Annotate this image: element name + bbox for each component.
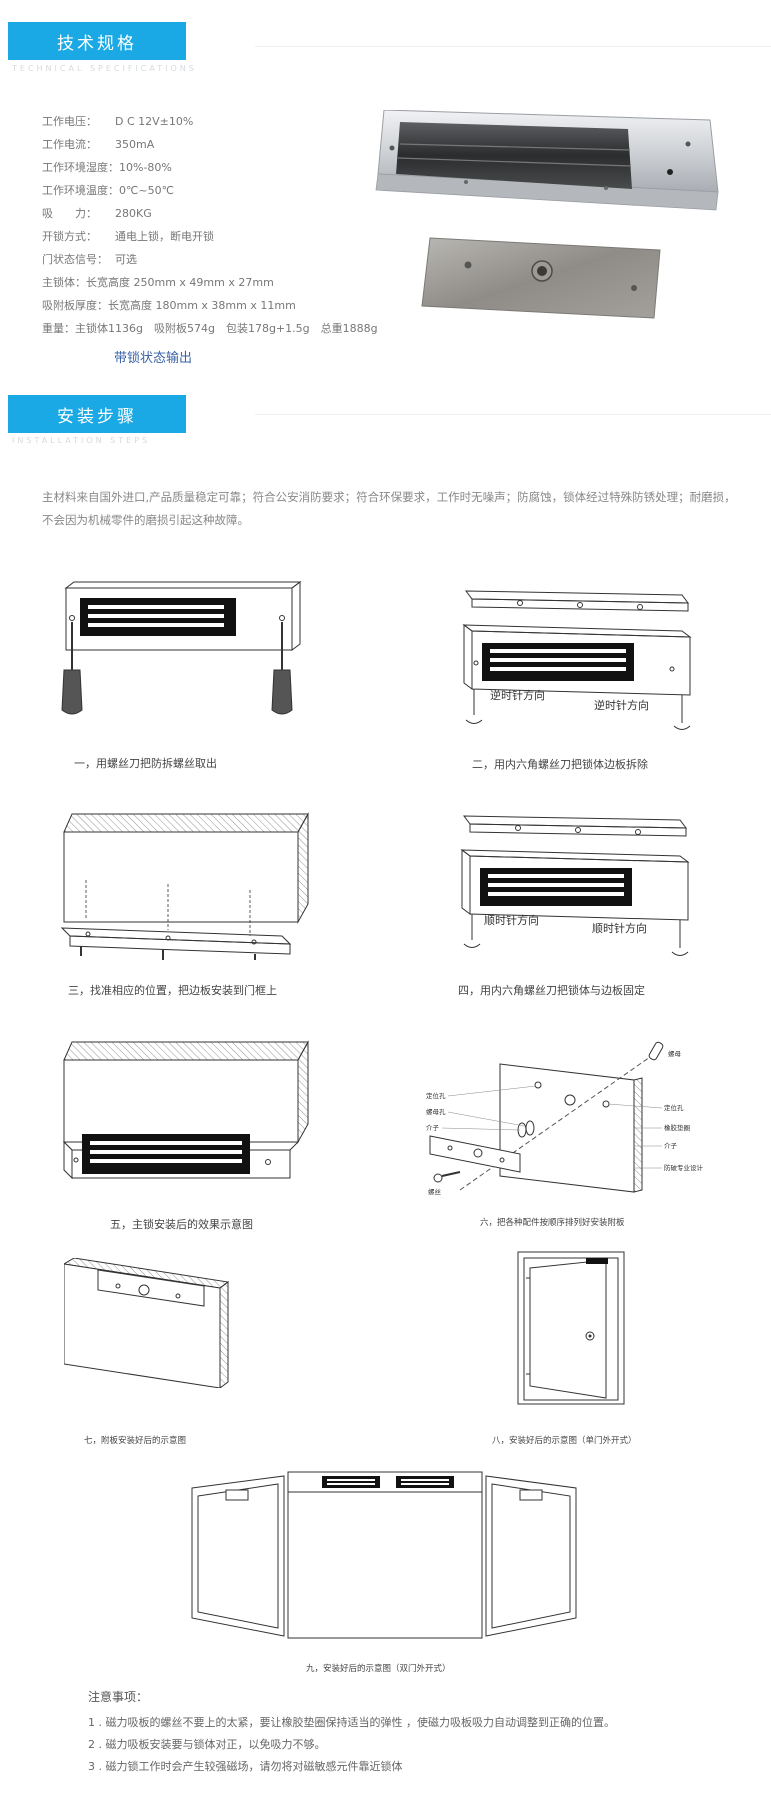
step6-caption: 六，把各种配件按顺序排列好安装附板 (480, 1218, 625, 1228)
rotate-arrow-icon (465, 719, 483, 724)
part-label: 螺母孔 (426, 1107, 446, 1116)
cw-label-right: 顺时针方向 (592, 921, 647, 935)
step9-caption: 九，安装好后的示意图（双门外开式） (306, 1664, 451, 1674)
part-label: 螺母 (668, 1049, 682, 1058)
step6-figure: 定位孔 螺母孔 介子 螺丝 螺母 定位孔 橡胶垫圈 介子 防破专业设计 (426, 1041, 704, 1196)
spec-row: 门状态信号：可选 (42, 253, 137, 266)
lock-icon (586, 1258, 608, 1264)
spec-row: 工作环境温度：0℃~50℃ (42, 184, 174, 197)
step7-figure (64, 1258, 230, 1388)
intro-text: 主材料来自国外进口,产品质量稳定可靠；符合公安消防要求；符合环保要求，工作时无噪… (42, 490, 736, 527)
lock-icon (322, 1476, 380, 1488)
section-subtitle-spec: TECHNICAL SPECIFICATIONS (12, 64, 197, 73)
step4-caption: 四，用内六角螺丝刀把锁体与边板固定 (458, 984, 645, 997)
note-item: 1 . 磁力吸板的螺丝不要上的太紧，要让橡胶垫圈保持适当的弹性 ，使磁力吸板吸力… (88, 1716, 615, 1729)
section-title-spec: 技术规格 (8, 22, 186, 60)
product-photo (375, 110, 719, 319)
lock-status-output-link[interactable]: 带锁状态输出 (114, 351, 193, 366)
spec-row: 工作环境湿度：10%-80% (42, 161, 172, 174)
spec-row: 吸 力：280KG (42, 207, 152, 220)
note-item: 2 . 磁力吸板安装要与锁体对正，以免吸力不够。 (88, 1738, 326, 1751)
step1-figure (61, 581, 302, 715)
part-label: 定位孔 (426, 1091, 446, 1100)
section-divider (255, 414, 771, 415)
step8-figure (517, 1251, 625, 1405)
part-label: 定位孔 (664, 1103, 684, 1112)
magnet-lock-body (375, 110, 719, 211)
rotate-arrow-icon (463, 943, 481, 948)
spec-list: 工作电压：D C 12V±10% 工作电流：350mA 工作环境湿度：10%-8… (42, 110, 378, 340)
ccw-label-left: 逆时针方向 (490, 688, 545, 702)
step1-caption: 一，用螺丝刀把防拆螺丝取出 (74, 757, 217, 770)
step5-figure (62, 1040, 309, 1180)
section-divider (255, 46, 771, 47)
ccw-label-right: 逆时针方向 (594, 698, 649, 712)
notes-title: 注意事项： (88, 1690, 149, 1704)
step8-caption: 八，安装好后的示意图（单门外开式） (492, 1436, 637, 1446)
part-label: 防破专业设计 (664, 1163, 704, 1172)
part-label: 介子 (426, 1124, 440, 1132)
step7-caption: 七，附板安装好后的示意图 (84, 1436, 187, 1446)
spec-row: 工作电压：D C 12V±10% (42, 115, 194, 128)
step2-caption: 二，用内六角螺丝刀把锁体边板拆除 (472, 758, 648, 771)
screwdriver-icon (271, 622, 293, 715)
spec-row: 重量：主锁体1136g 吸附板574g 包装178g+1.5g 总重1888g (42, 322, 378, 335)
step3-caption: 三，找准相应的位置，把边板安装到门框上 (68, 984, 277, 997)
spec-row: 吸附板厚度：长宽高度 180mm x 38mm x 11mm (42, 299, 296, 312)
screw-icon (433, 1171, 461, 1183)
part-label: 螺丝 (428, 1187, 442, 1196)
cw-label-left: 顺时针方向 (484, 913, 539, 927)
part-label: 橡胶垫圈 (664, 1123, 690, 1132)
rotate-arrow-icon (673, 725, 691, 730)
rotate-arrow-icon (671, 951, 689, 956)
step2-figure: 逆时针方向 逆时针方向 (462, 590, 692, 730)
step4-figure: 顺时针方向 顺时针方向 (460, 815, 690, 956)
lock-icon (396, 1476, 454, 1488)
step3-figure (60, 812, 309, 960)
note-item: 3 . 磁力锁工作时会产生较强磁场，请勿将对磁敏感元件靠近锁体 (88, 1760, 403, 1773)
spec-row: 主锁体：长宽高度 250mm x 49mm x 27mm (42, 276, 274, 289)
notes: 注意事项： 1 . 磁力吸板的螺丝不要上的太紧，要让橡胶垫圈保持适当的弹性 ，使… (88, 1686, 615, 1778)
screwdriver-icon (61, 622, 83, 715)
section-subtitle-install: INSTALLATION STEPS (12, 436, 151, 445)
spec-row: 工作电流：350mA (42, 138, 155, 151)
step9-figure (191, 1471, 577, 1639)
armature-plate (421, 237, 661, 319)
section-title-install: 安装步骤 (8, 395, 186, 433)
bolt-icon (648, 1041, 664, 1061)
step5-caption: 五，主锁安装后的效果示意图 (110, 1218, 253, 1231)
part-label: 介子 (664, 1142, 678, 1150)
spec-row: 开锁方式：通电上锁，断电开锁 (42, 230, 214, 243)
